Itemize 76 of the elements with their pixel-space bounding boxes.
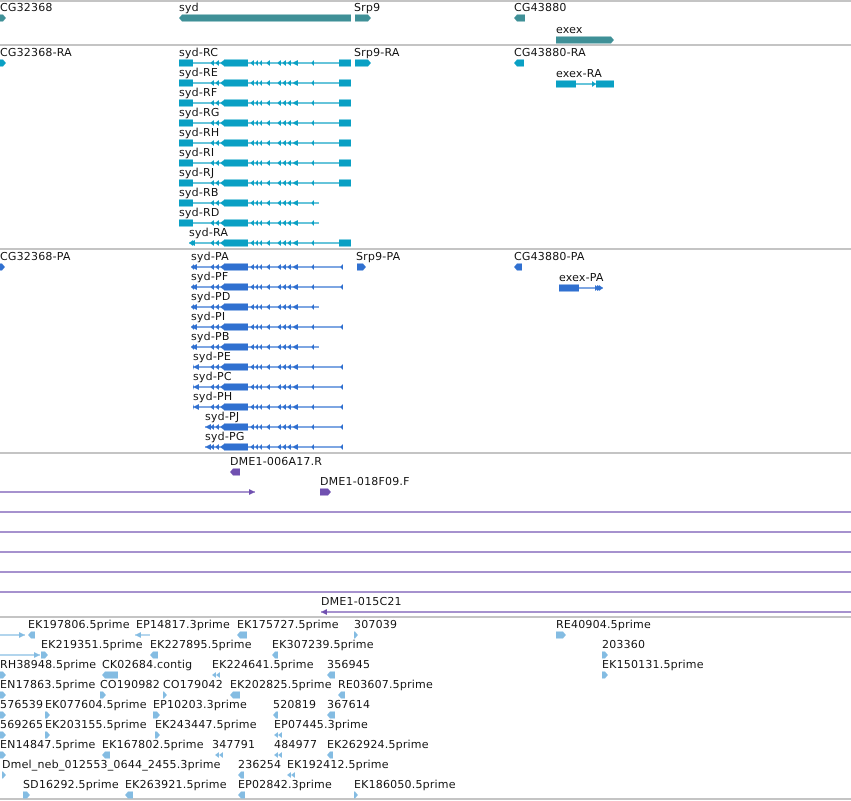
feature-label: EP10203.3prime: [153, 698, 247, 711]
feature-label: DME1-006A17.R: [230, 455, 322, 468]
feature-label: EK224641.5prime: [212, 658, 314, 671]
feature-label: 576539: [0, 698, 44, 711]
feature-label: EK243447.5prime: [155, 718, 257, 731]
feature-label: EN17863.5prime: [0, 678, 96, 691]
feature-label: syd-RJ: [179, 166, 214, 179]
feature-label: syd-RD: [179, 206, 220, 219]
feature-label: DME1-015C21: [321, 595, 402, 608]
feature-label: syd-PG: [205, 430, 245, 443]
feature-label: 569265: [0, 718, 44, 731]
feature-label: syd-PB: [191, 330, 230, 343]
feature-label: EP07445.3prime: [274, 718, 368, 731]
feature-label: syd-RE: [179, 66, 218, 79]
feature-label: syd-RH: [179, 126, 220, 139]
feature-label: EK263921.5prime: [125, 778, 227, 791]
feature-label: EK202825.5prime: [230, 678, 332, 691]
feature-label: 347791: [212, 738, 256, 751]
feature-label: 520819: [273, 698, 316, 711]
feature-label: CK02684.contig: [102, 658, 192, 671]
feature-label: syd-PA: [191, 250, 229, 263]
feature-label: EN14847.5prime: [0, 738, 96, 751]
feature-label: EK150131.5prime: [602, 658, 704, 671]
feature-label: EK192412.5prime: [287, 758, 389, 771]
feature-label: syd-PE: [193, 350, 231, 363]
feature-label: 484977: [274, 738, 318, 751]
feature-label: EK186050.5prime: [354, 778, 456, 791]
feature-label: syd: [179, 1, 199, 14]
feature-label: syd-PH: [193, 390, 232, 403]
feature-label: RE40904.5prime: [556, 618, 651, 631]
feature-label: exex-PA: [559, 271, 604, 284]
feature-label: EK307239.5prime: [272, 638, 374, 651]
feature-label: syd-PD: [191, 290, 230, 303]
feature-label: EK219351.5prime: [41, 638, 143, 651]
feature-label: EK167802.5prime: [102, 738, 204, 751]
feature-label: 367614: [327, 698, 370, 711]
feature-label: CG43880-RA: [514, 46, 586, 59]
feature-label: SD16292.5prime: [23, 778, 119, 791]
feature-label: exex: [556, 23, 583, 36]
feature-label: EP02842.3prime: [238, 778, 332, 791]
feature-label: 307039: [354, 618, 398, 631]
feature-label: Srp9-PA: [356, 250, 400, 263]
feature-label: EK175727.5prime: [237, 618, 339, 631]
feature-label: Srp9: [354, 1, 380, 14]
feature-label: EK203155.5prime: [45, 718, 147, 731]
feature-label: syd-RF: [179, 86, 218, 99]
feature-label: EK077604.5prime: [45, 698, 147, 711]
feature-label: CG43880-PA: [514, 250, 585, 263]
feature-label: EP14817.3prime: [136, 618, 230, 631]
feature-label: CG32368-RA: [0, 46, 72, 59]
feature-label: syd-RG: [179, 106, 220, 119]
feature-label: 356945: [327, 658, 370, 671]
feature-label: EK227895.5prime: [150, 638, 252, 651]
feature-label: 236254: [238, 758, 282, 771]
feature-label: syd-PF: [191, 270, 228, 283]
feature-label: RH38948.5prime: [0, 658, 96, 671]
feature-label: exex-RA: [556, 67, 602, 80]
feature-label: Srp9-RA: [354, 46, 400, 59]
feature-label: EK197806.5prime: [28, 618, 130, 631]
feature-label: Dmel_neb_012553_0644_2455.3prime: [2, 758, 221, 771]
feature-label: RE03607.5prime: [338, 678, 433, 691]
feature-label: CG43880: [514, 1, 567, 14]
feature-label: syd-PI: [191, 310, 226, 323]
feature-label: syd-PJ: [205, 410, 240, 423]
feature-label: syd-RC: [179, 46, 218, 59]
feature-label: syd-RI: [179, 146, 214, 159]
feature-label: EK262924.5prime: [327, 738, 429, 751]
feature-label: 203360: [602, 638, 646, 651]
feature-label: syd-PC: [193, 370, 232, 383]
feature-label: CO190982: [100, 678, 160, 691]
feature-label: DME1-018F09.F: [320, 475, 410, 488]
feature-label: CG32368-PA: [0, 250, 71, 263]
feature-label: CO179042: [163, 678, 223, 691]
feature-label: syd-RB: [179, 186, 219, 199]
feature-label: CG32368: [0, 1, 53, 14]
feature-label: syd-RA: [189, 226, 228, 239]
